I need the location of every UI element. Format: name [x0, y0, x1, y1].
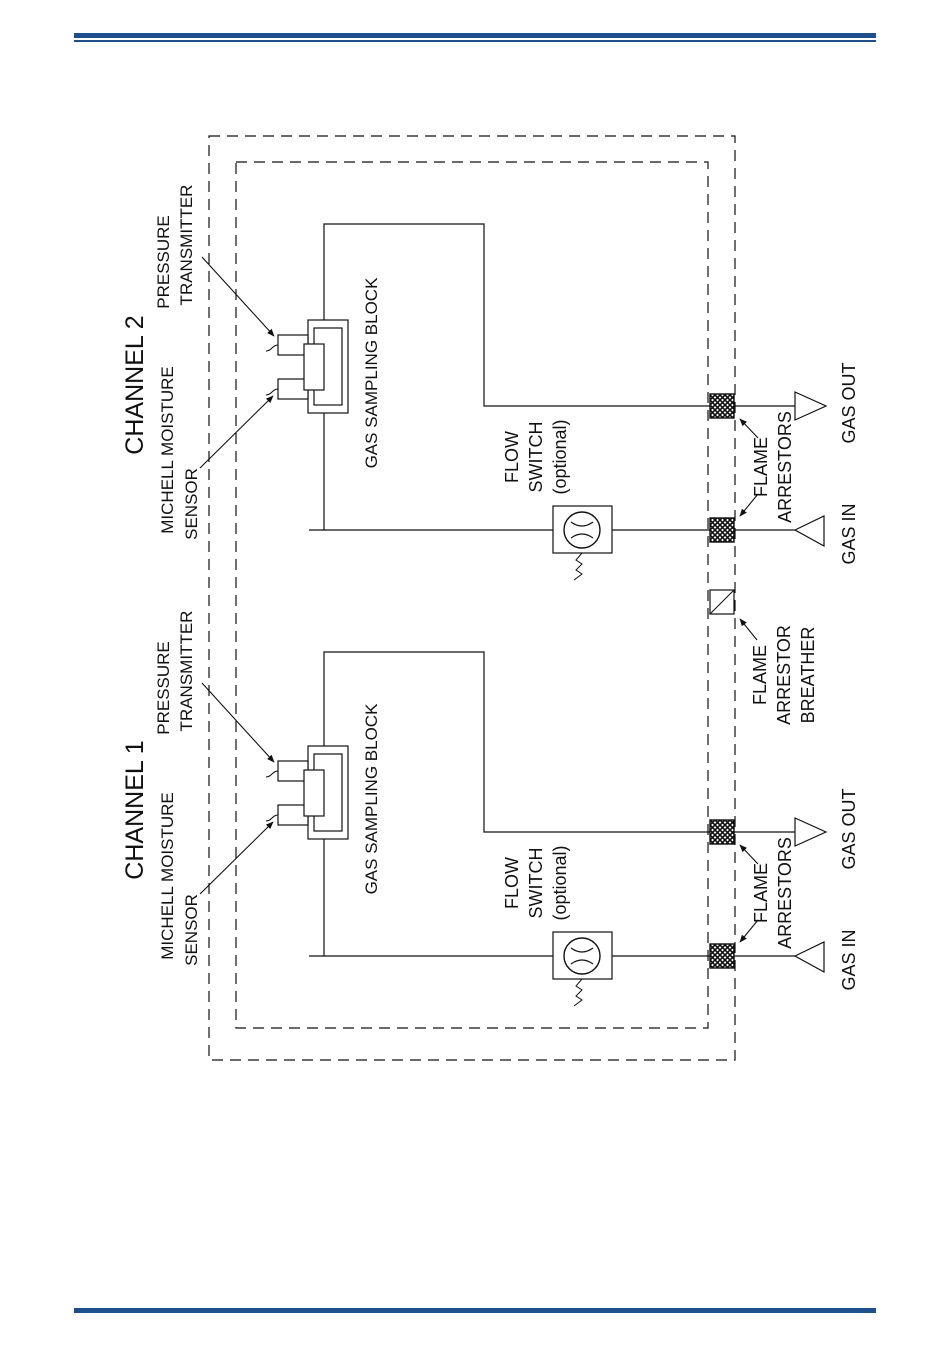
channel-2-sensor-label-line2: SENSOR — [182, 468, 201, 540]
channel-2-gas-in-symbol — [795, 516, 824, 546]
breather-label-line1: FLAME — [750, 645, 770, 705]
channel-2-pressure-label-line1: PRESSURE — [154, 215, 173, 309]
channel-2-sensor-label-line1: MICHELL MOISTURE — [158, 366, 177, 534]
channel-1-arrestors-label-line2: ARRESTORS — [775, 837, 795, 949]
channel-2-arrestors-label-line1: FLAME — [751, 437, 771, 497]
channel-1-pressure-label-line2: TRANSMITTER — [177, 611, 196, 732]
channel-2-gas-in-label: GAS IN — [839, 503, 859, 564]
breather-leader — [740, 619, 757, 640]
channel-1-sensor-label-line2: SENSOR — [182, 894, 201, 966]
breather-label-line3: BREATHER — [798, 627, 818, 724]
channel-2-pressure-leader — [202, 257, 274, 336]
inner-enclosure-boundary — [236, 162, 708, 1028]
channel-1-title: CHANNEL 1 — [121, 740, 149, 879]
channel-2-flame-arrestor-in — [710, 518, 734, 542]
channel-2-flame-arrestor-out — [710, 394, 734, 418]
channel-2-group: CHANNEL 2 MICHELL MOISTURE SENSOR PRESSU… — [121, 185, 859, 580]
channel-1-gas-in-symbol — [795, 942, 824, 972]
channel-1-flow-label-line3: (optional) — [550, 845, 570, 920]
channel-1-flow-switch — [553, 932, 612, 1006]
channel-1-gas-out-label: GAS OUT — [839, 788, 859, 869]
channel-1-pressure-leader — [202, 683, 274, 762]
breather-label-line2: ARRESTOR — [774, 625, 794, 725]
channel-2-arrestor-leader-out — [740, 419, 758, 438]
channel-1-arrestor-leader-out — [740, 845, 758, 864]
channel-1-gas-out-symbol — [795, 818, 826, 846]
channel-2-flow-label-line1: FLOW — [502, 431, 522, 483]
channel-1-sampling-block-label: GAS SAMPLING BLOCK — [362, 703, 381, 894]
channel-1-flame-arrestor-out — [710, 820, 734, 844]
channel-1-flame-arrestor-in — [710, 944, 734, 968]
channel-2-flow-label-line2: SWITCH — [526, 422, 546, 493]
channel-1-arrestors-label-line1: FLAME — [751, 863, 771, 923]
channel-2-gas-out-label: GAS OUT — [839, 362, 859, 443]
channel-2-pressure-label-line2: TRANSMITTER — [177, 185, 196, 306]
channel-2-gas-out-symbol — [795, 392, 826, 420]
channel-2-title: CHANNEL 2 — [121, 315, 149, 454]
channel-2-flow-label-line3: (optional) — [550, 419, 570, 494]
channel-1-flow-label-line2: SWITCH — [526, 848, 546, 919]
outer-enclosure-boundary — [209, 136, 735, 1060]
channel-2-sampling-block-label: GAS SAMPLING BLOCK — [362, 277, 381, 468]
channel-1-sensor-label-line1: MICHELL MOISTURE — [158, 792, 177, 960]
flame-arrestor-breather-group: FLAME ARRESTOR BREATHER — [710, 590, 818, 725]
channel-1-flow-label-line1: FLOW — [502, 857, 522, 909]
channel-2-flow-switch — [553, 506, 612, 580]
channel-1-group: CHANNEL 1 MICHELL MOISTURE SENSOR PRESSU… — [121, 611, 859, 1006]
channel-1-pressure-label-line1: PRESSURE — [154, 641, 173, 735]
channel-2-arrestors-label-line2: ARRESTORS — [775, 411, 795, 523]
channel-2-gas-sampling-block — [266, 320, 348, 413]
channel-1-gas-sampling-block — [266, 746, 348, 839]
channel-1-gas-in-label: GAS IN — [839, 929, 859, 990]
